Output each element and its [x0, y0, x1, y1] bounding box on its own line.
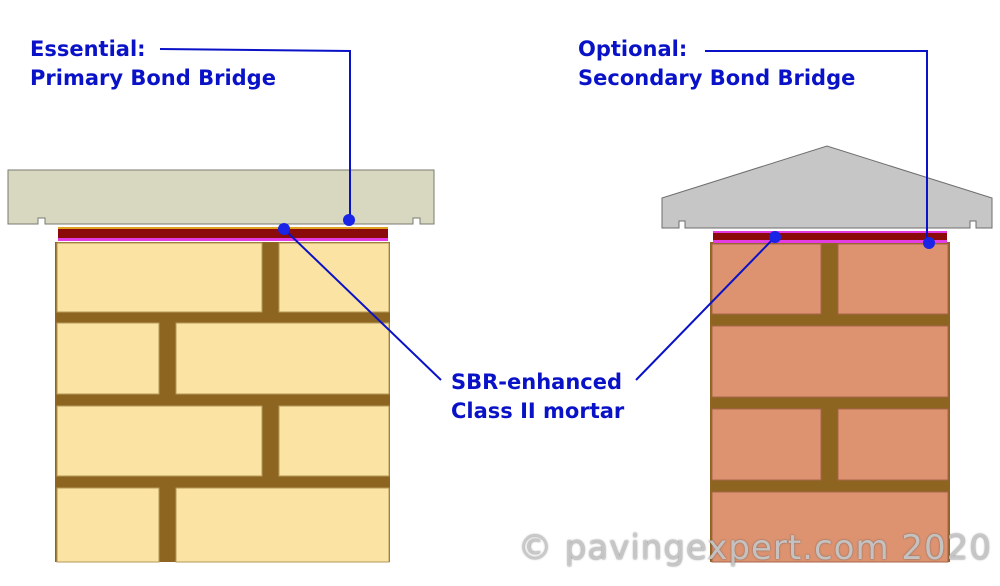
- mortar-label-line2: Class II mortar: [451, 399, 625, 423]
- secondary-label-line1: Optional:: [578, 37, 688, 61]
- right-pitched-coping: [661, 145, 993, 229]
- right-brick: [711, 325, 949, 398]
- right-brick: [711, 243, 822, 315]
- left-brick: [175, 487, 390, 563]
- primary-label-line1: Essential:: [30, 37, 146, 61]
- dot-right-mortar: [769, 231, 781, 243]
- dot-left-mortar: [278, 223, 290, 235]
- right-primary-bond-bridge: [713, 240, 947, 243]
- copyright-watermark: © pavingexpert.com 2020: [518, 528, 992, 568]
- left-brick: [56, 242, 263, 313]
- leader-line-mortar-right: [635, 236, 776, 381]
- secondary-bond-bridge-label: Optional: Secondary Bond Bridge: [578, 35, 855, 93]
- left-pier: [7, 169, 435, 563]
- right-brick: [837, 243, 949, 315]
- right-mortar-bed: [713, 233, 947, 240]
- leader-line-mortar-left: [283, 228, 442, 381]
- right-brick: [711, 408, 822, 481]
- left-mortar-bed: [58, 229, 388, 238]
- leader-line-primary: [159, 48, 351, 216]
- dot-left-coping: [343, 214, 355, 226]
- left-brick: [175, 322, 390, 395]
- primary-label-line2: Primary Bond Bridge: [30, 66, 276, 90]
- left-flat-coping: [7, 169, 435, 225]
- dot-right-bond-bridge: [923, 237, 935, 249]
- left-mortar-bed-top: [58, 227, 388, 229]
- left-brick: [56, 322, 160, 395]
- right-brick: [837, 408, 949, 481]
- mortar-label-line1: SBR-enhanced: [451, 370, 623, 394]
- secondary-label-line2: Secondary Bond Bridge: [578, 66, 856, 90]
- leader-line-secondary: [705, 50, 928, 241]
- right-secondary-bond-bridge: [713, 231, 947, 233]
- right-brick: [711, 491, 949, 563]
- left-brick: [56, 405, 263, 477]
- left-brick: [278, 405, 390, 477]
- leader-dots: [278, 214, 935, 249]
- leader-lines: [159, 48, 928, 381]
- mortar-label: SBR-enhanced Class II mortar: [451, 368, 624, 426]
- right-pier: [661, 145, 993, 563]
- primary-bond-bridge-label: Essential: Primary Bond Bridge: [30, 35, 276, 93]
- left-primary-bond-bridge: [58, 238, 388, 241]
- left-brick: [56, 487, 160, 563]
